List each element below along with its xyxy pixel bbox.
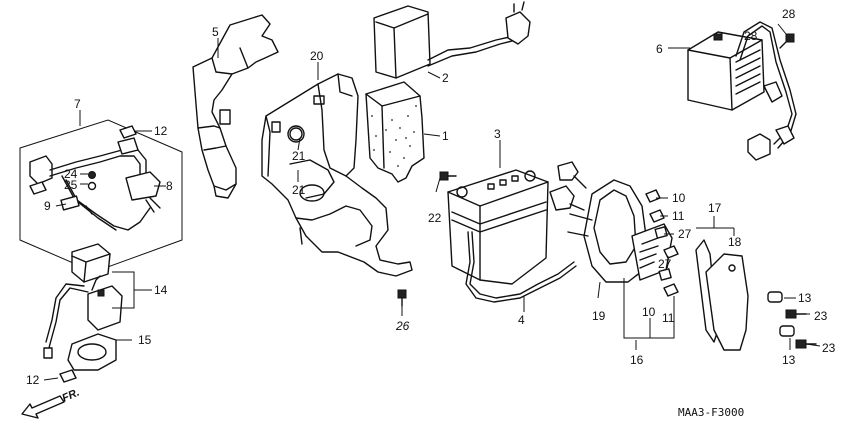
- part-3-battery[interactable]: [447, 169, 549, 285]
- part-1-foam-pad[interactable]: [365, 81, 425, 183]
- leader-lines: [43, 23, 821, 381]
- diagram-code: MAA3-F3000: [678, 406, 744, 419]
- part-15-rubber-mount[interactable]: [67, 333, 117, 371]
- callout-20: 20: [310, 49, 324, 63]
- part-7-sub-harness[interactable]: [29, 137, 161, 231]
- callout-19: 19: [592, 309, 606, 323]
- callout-26: 26: [395, 319, 410, 333]
- part-7-sub-harness-box: [19, 119, 183, 273]
- callout-23-lower: 23: [822, 341, 836, 355]
- front-direction-arrow: FR.: [21, 387, 81, 419]
- part-26-bolt[interactable]: [397, 289, 407, 307]
- callout-27-upper: 27: [678, 227, 692, 241]
- part-12-wire-clip[interactable]: [59, 125, 137, 383]
- callout-numbers: 5 20 1 2 3 4 6 28 28 7 12 8 9 24 25 14 1…: [26, 7, 836, 387]
- callout-6: 6: [656, 42, 663, 56]
- callout-22: 22: [428, 211, 442, 225]
- callout-4: 4: [518, 313, 525, 327]
- part-22-bolt[interactable]: [439, 171, 457, 181]
- callout-17: 17: [708, 201, 722, 215]
- callout-12-upper: 12: [154, 124, 168, 138]
- callout-14: 14: [154, 283, 168, 297]
- callout-13-upper: 13: [798, 291, 812, 305]
- callout-28-lower: 28: [744, 29, 758, 43]
- part-21-grommet[interactable]: [289, 127, 303, 141]
- part-28-screw[interactable]: [779, 33, 795, 49]
- part-6-regulator[interactable]: [687, 21, 797, 161]
- callout-10-upper: 10: [672, 191, 686, 205]
- callout-28-upper: 28: [782, 7, 796, 21]
- callout-12-lower: 12: [26, 373, 40, 387]
- callout-2: 2: [442, 71, 449, 85]
- part-4-breather-tube[interactable]: [465, 231, 577, 303]
- front-direction-label: FR.: [60, 387, 81, 405]
- callout-15: 15: [138, 333, 152, 347]
- part-24-nut[interactable]: [88, 171, 96, 179]
- part-11-fuse[interactable]: [649, 209, 679, 297]
- callout-21-upper: 21: [292, 149, 306, 163]
- part-18-cover[interactable]: [705, 253, 749, 351]
- callout-16: 16: [630, 353, 644, 367]
- callout-1: 1: [442, 129, 449, 143]
- part-10-fuse[interactable]: [645, 189, 679, 259]
- part-25-washer[interactable]: [87, 181, 97, 191]
- part-5-bracket[interactable]: [192, 14, 279, 199]
- callout-13-lower: 13: [782, 353, 796, 367]
- part-13-grommet[interactable]: [767, 291, 795, 337]
- callout-9: 9: [44, 199, 51, 213]
- callout-18: 18: [728, 235, 742, 249]
- callout-11-upper: 11: [672, 209, 685, 223]
- part-19-fuse-holder[interactable]: [549, 161, 673, 283]
- callout-24: 24: [64, 167, 78, 181]
- callout-8: 8: [166, 179, 173, 193]
- callout-21-lower: 21: [292, 183, 306, 197]
- callout-25: 25: [64, 178, 78, 192]
- callout-23-upper: 23: [814, 309, 828, 323]
- callout-27-lower: 27: [658, 257, 672, 271]
- callout-3: 3: [494, 127, 501, 141]
- part-27-spare-fuse[interactable]: [654, 226, 672, 281]
- callout-11-lower: 11: [662, 311, 675, 325]
- callout-10-lower: 10: [642, 305, 656, 319]
- callout-7: 7: [74, 97, 81, 111]
- callout-5: 5: [212, 25, 219, 39]
- part-14-starter-relay[interactable]: [43, 243, 123, 359]
- part-2-control-unit[interactable]: [373, 1, 531, 79]
